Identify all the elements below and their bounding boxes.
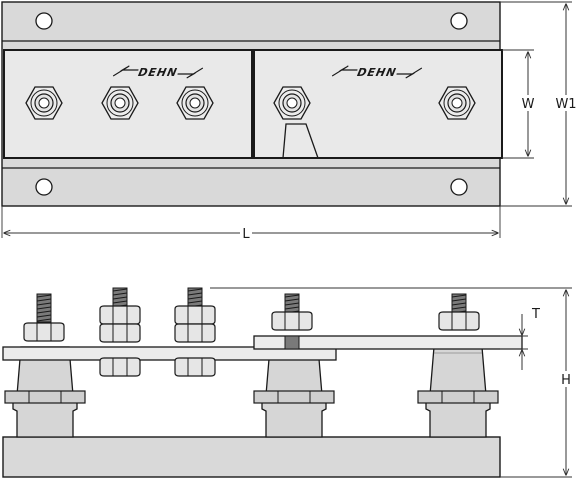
dehn-logo: DEHN <box>112 65 204 79</box>
hex-nut-side <box>271 311 313 331</box>
logo-text-right: DEHN <box>356 66 398 79</box>
hex-nut-side <box>438 311 480 331</box>
dim-label-T: T <box>531 307 540 322</box>
mounting-hole <box>35 12 53 30</box>
logo-text-left: DEHN <box>137 66 179 79</box>
mounting-hole <box>450 178 468 196</box>
hex-nut-side <box>99 323 141 343</box>
dim-label-W1: W1 <box>555 97 576 112</box>
dim-T: T <box>500 307 540 370</box>
front-view: T H <box>2 287 575 478</box>
dim-label-W: W <box>522 97 535 112</box>
dim-label-L: L <box>242 227 250 242</box>
mounting-hole <box>450 12 468 30</box>
top-view: DEHN DEHN L W W1 <box>1 1 578 242</box>
insulator <box>417 346 499 438</box>
dim-label-H: H <box>561 373 571 388</box>
dehn-logo: DEHN <box>331 65 423 79</box>
mounting-hole <box>35 178 53 196</box>
stud-below-bar <box>284 335 300 350</box>
dim-W1: W1 <box>500 1 578 207</box>
dim-W: W <box>502 49 535 159</box>
busbar-side-right <box>253 335 523 350</box>
hex-nut-side <box>174 305 216 325</box>
hex-nut-side <box>23 322 65 342</box>
dim-L: L <box>1 206 501 242</box>
busbar-side-left <box>2 346 337 361</box>
front-base-plate <box>2 436 501 478</box>
connector-lug <box>282 123 319 159</box>
hex-nut-side <box>174 357 216 377</box>
hex-nut-side <box>99 357 141 377</box>
dim-H: H <box>210 287 575 478</box>
hex-nut-side <box>174 323 216 343</box>
hex-nut-side <box>99 305 141 325</box>
threaded-stud <box>36 293 52 323</box>
